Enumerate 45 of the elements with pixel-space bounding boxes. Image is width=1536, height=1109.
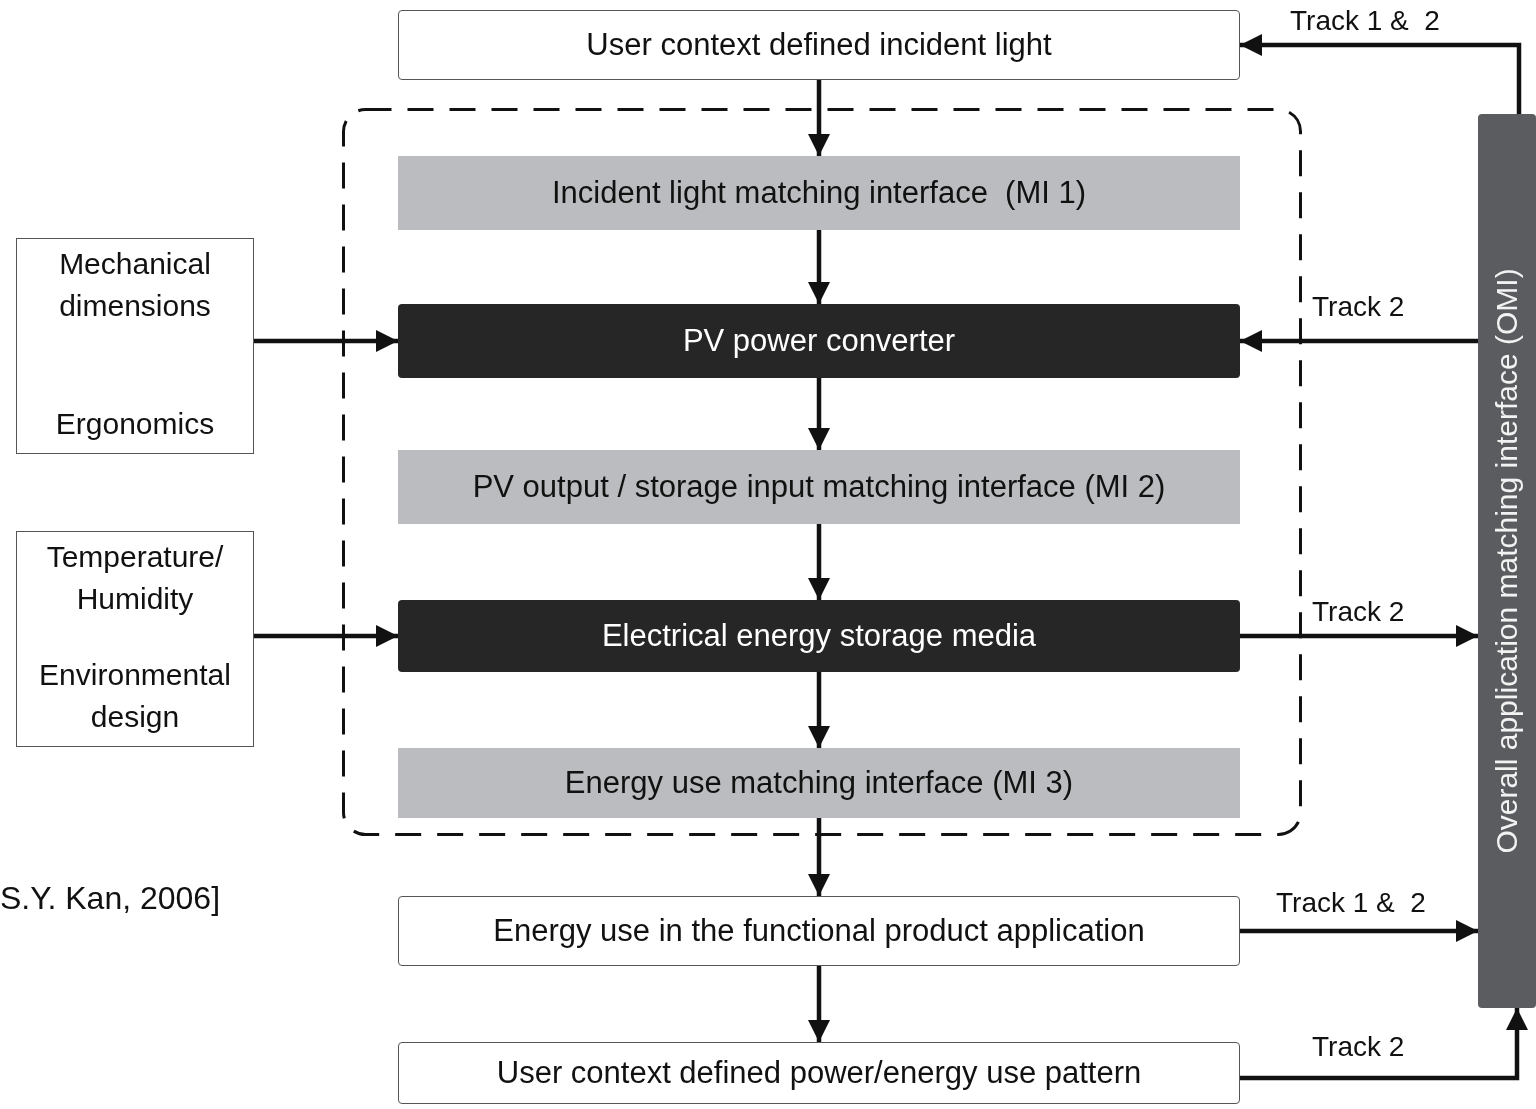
arrow [254, 330, 398, 352]
interface-box [398, 450, 1240, 524]
arrow [808, 966, 830, 1042]
arrow [1240, 625, 1478, 647]
arrow [1240, 34, 1522, 114]
process-box [398, 600, 1240, 672]
arrow [808, 80, 830, 156]
edge-label: Track 2 [1312, 1030, 1405, 1064]
interface-box [398, 748, 1240, 818]
process-box [398, 304, 1240, 378]
node-text: Electrical energy storage media [601, 617, 1037, 656]
node-text: PV output / storage input matching interface (MI 2) [472, 468, 1166, 507]
arrow [808, 378, 830, 450]
node-text: Environmental design [38, 657, 232, 735]
node-text: Overall application matching interface (OMI) [1490, 268, 1524, 854]
node-text: User context defined power/energy use pattern [496, 1054, 1142, 1093]
process-box [398, 10, 1240, 80]
citation-text: S.Y. Kan, 2006] [0, 880, 221, 917]
node-text: PV power converter [682, 322, 956, 361]
process-box [398, 896, 1240, 966]
node-text: Incident light matching interface (MI 1) [551, 174, 1087, 213]
node-text: Energy use matching interface (MI 3) [564, 764, 1074, 803]
input-box [16, 531, 254, 747]
node-text: Energy use in the functional product application [493, 912, 1145, 951]
edge-label: Track 2 [1312, 290, 1405, 324]
node-text: Ergonomics [54, 406, 216, 442]
node-text: Temperature/ Humidity [45, 539, 225, 617]
arrow [1240, 330, 1478, 352]
edge-label: Track 1 & 2 [1276, 886, 1426, 920]
arrow [254, 625, 398, 647]
process-box [398, 1042, 1240, 1104]
arrow [1240, 920, 1478, 942]
input-box [16, 238, 254, 454]
edge-label: Track 1 & 2 [1290, 4, 1440, 38]
edge-label: Track 2 [1312, 595, 1405, 629]
dashed-group-border [342, 108, 1302, 836]
node-text: User context defined incident light [586, 26, 1052, 65]
vertical-interface-bar [1478, 114, 1536, 1008]
arrow [808, 672, 830, 748]
interface-box [398, 156, 1240, 230]
arrow [808, 524, 830, 600]
arrow [808, 230, 830, 304]
node-text: Mechanical dimensions [58, 246, 212, 324]
arrow [1240, 1008, 1528, 1081]
arrow [808, 818, 830, 896]
